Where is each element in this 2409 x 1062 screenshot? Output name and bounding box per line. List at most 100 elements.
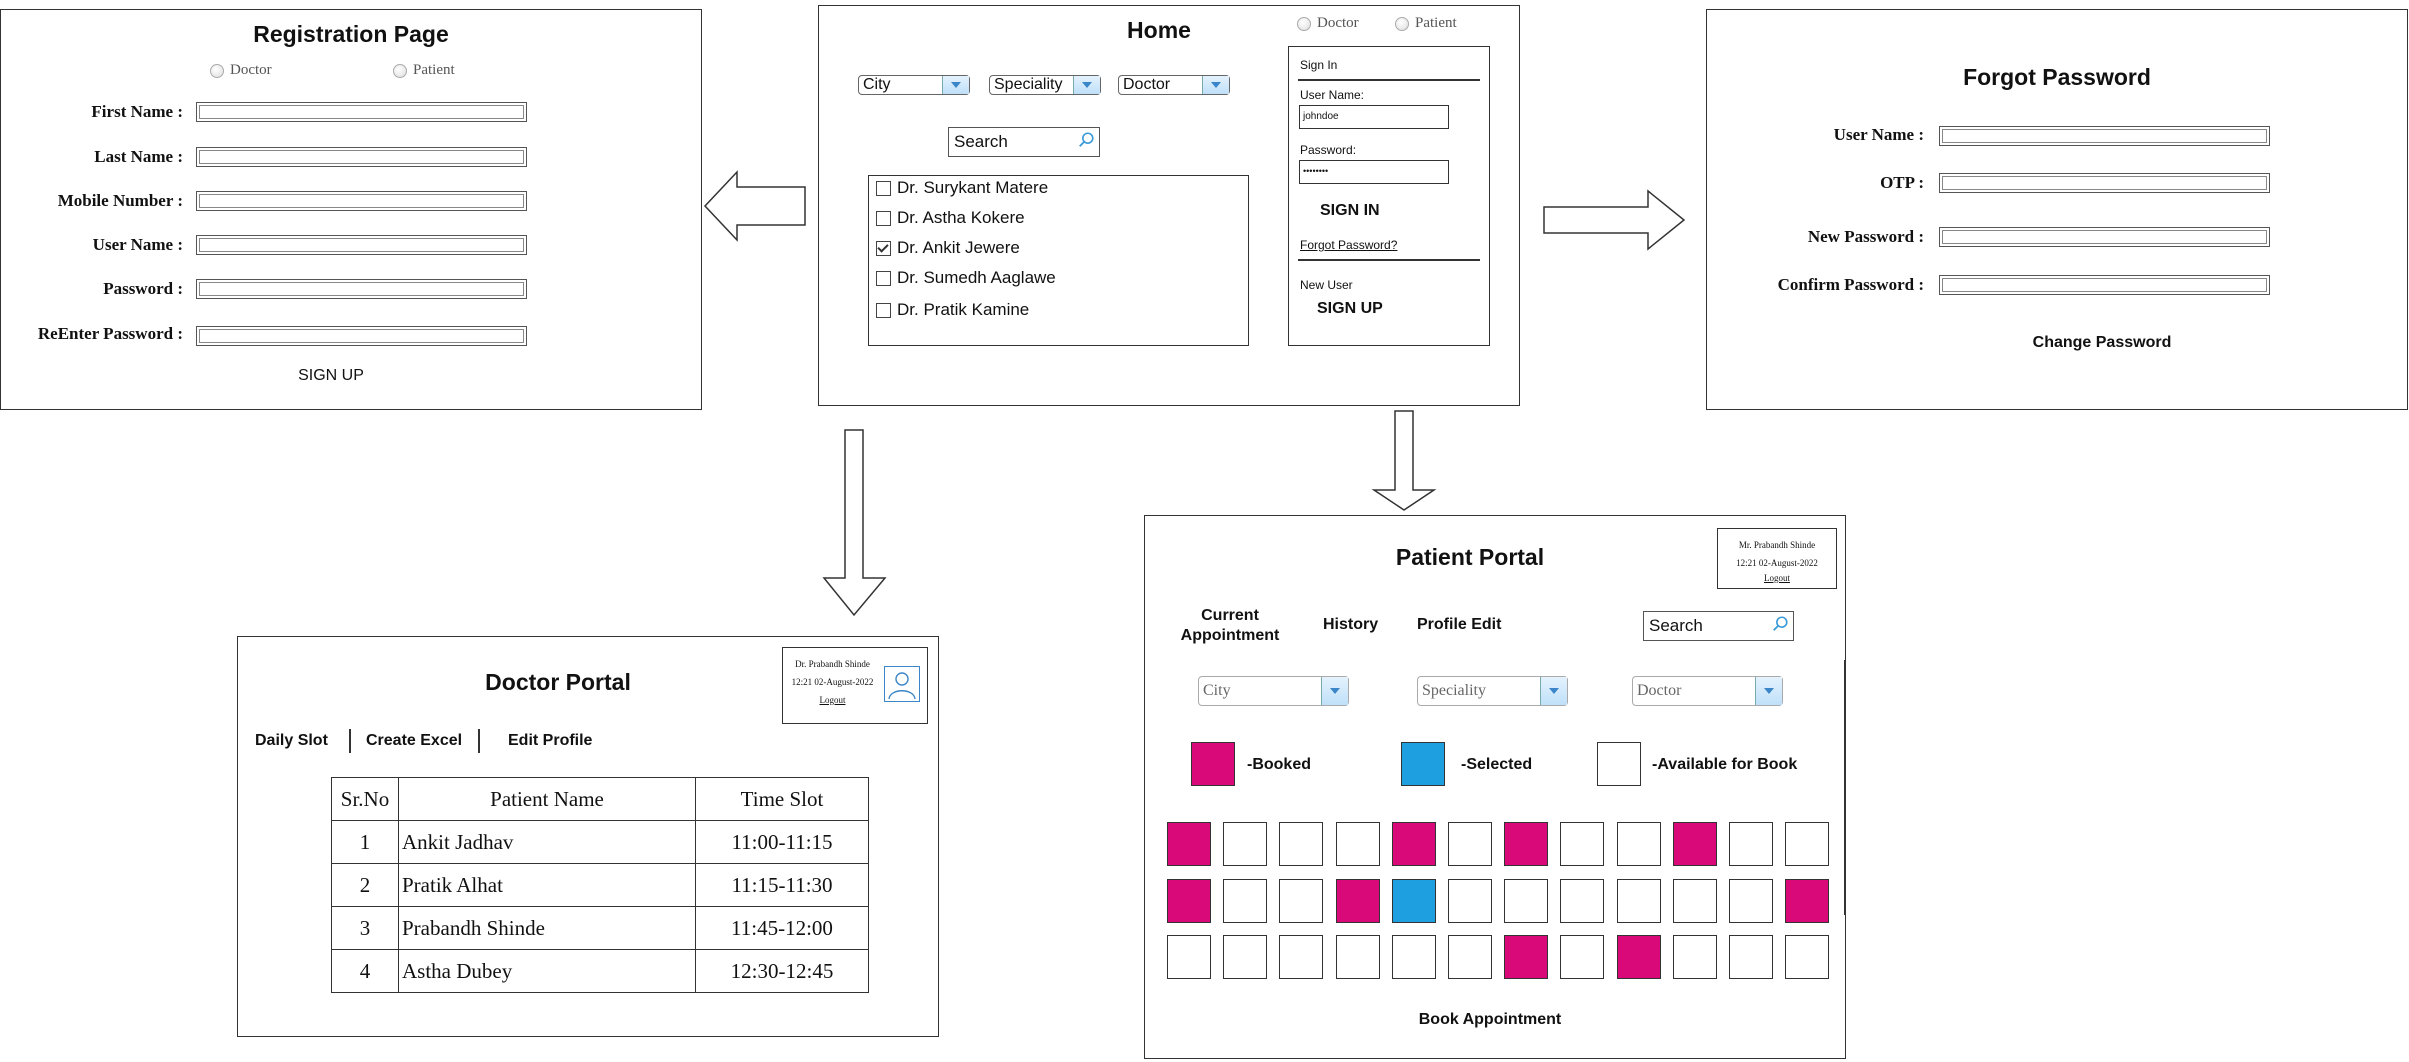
doctor-dropdown[interactable]: Doctor: [1118, 75, 1230, 95]
otp-input[interactable]: [1939, 173, 2270, 193]
slot-cell-booked[interactable]: [1785, 879, 1829, 923]
speciality-dropdown[interactable]: Speciality: [989, 75, 1101, 95]
chevron-down-icon: [1540, 677, 1567, 705]
slot-cell-available[interactable]: [1392, 935, 1436, 979]
profile-edit-tab[interactable]: Profile Edit: [1417, 616, 1502, 633]
slot-cell-available[interactable]: [1560, 822, 1604, 866]
slot-cell-available[interactable]: [1223, 935, 1267, 979]
radio-doctor[interactable]: Doctor: [210, 62, 272, 79]
doctor-list-item[interactable]: Dr. Sumedh Aaglawe: [876, 268, 1056, 288]
doctor-user-card: [782, 647, 928, 724]
history-tab[interactable]: History: [1323, 616, 1379, 633]
signin-button[interactable]: SIGN IN: [1320, 202, 1380, 219]
slot-cell-available[interactable]: [1673, 879, 1717, 923]
table-row[interactable]: 2 Pratik Alhat 11:15-11:30: [331, 863, 869, 907]
slot-cell-available[interactable]: [1504, 879, 1548, 923]
slot-cell-available[interactable]: [1729, 935, 1773, 979]
slot-cell-booked[interactable]: [1504, 822, 1548, 866]
radio-patient[interactable]: Patient: [393, 62, 455, 79]
new-user-label: New User: [1300, 278, 1353, 292]
book-appointment-button[interactable]: Book Appointment: [1418, 1011, 1562, 1028]
slot-cell-booked[interactable]: [1167, 879, 1211, 923]
edit-profile-tab[interactable]: Edit Profile: [508, 732, 593, 749]
doctor-list-item[interactable]: Dr. Ankit Jewere: [876, 238, 1020, 258]
slot-cell-available[interactable]: [1785, 822, 1829, 866]
sr-no-cell: 1: [331, 820, 399, 864]
mobile-number-input[interactable]: [196, 191, 527, 211]
table-row[interactable]: 3 Prabandh Shinde 11:45-12:00: [331, 906, 869, 950]
slot-cell-available[interactable]: [1336, 822, 1380, 866]
doctor-list-item[interactable]: Dr. Astha Kokere: [876, 208, 1025, 228]
change-password-button[interactable]: Change Password: [2032, 334, 2172, 351]
user-name-input[interactable]: [196, 235, 527, 255]
new-password-input[interactable]: [1939, 227, 2270, 247]
signup-button[interactable]: SIGN UP: [298, 367, 364, 384]
slot-cell-booked[interactable]: [1673, 822, 1717, 866]
slot-cell-available[interactable]: [1729, 879, 1773, 923]
slot-cell-available[interactable]: [1729, 822, 1773, 866]
reenter-password-input[interactable]: [196, 326, 527, 346]
password-input[interactable]: ••••••••: [1299, 160, 1449, 184]
slot-cell-available[interactable]: [1448, 879, 1492, 923]
slot-cell-available[interactable]: [1223, 879, 1267, 923]
sr-no-cell: 3: [331, 906, 399, 950]
slot-cell-selected[interactable]: [1392, 879, 1436, 923]
slot-cell-available[interactable]: [1785, 935, 1829, 979]
home-radio-patient[interactable]: Patient: [1395, 15, 1457, 32]
slot-cell-available[interactable]: [1279, 879, 1323, 923]
slot-cell-available[interactable]: [1617, 822, 1661, 866]
doctor-list-item[interactable]: Dr. Surykant Matere: [876, 178, 1048, 198]
patient-search-input[interactable]: Search: [1643, 611, 1794, 641]
home-signup-button[interactable]: SIGN UP: [1317, 300, 1383, 317]
table-row[interactable]: 4 Astha Dubey 12:30-12:45: [331, 949, 869, 993]
slot-cell-booked[interactable]: [1167, 822, 1211, 866]
patient-doctor-dropdown[interactable]: Doctor: [1632, 676, 1783, 706]
password-input[interactable]: [196, 279, 527, 299]
confirm-password-input[interactable]: [1939, 275, 2270, 295]
radio-circle-icon: [1297, 16, 1311, 31]
slot-cell-available[interactable]: [1167, 935, 1211, 979]
username-input[interactable]: johndoe: [1299, 105, 1449, 129]
fp-username-input[interactable]: [1939, 126, 2270, 146]
legend-booked-swatch: [1191, 742, 1235, 786]
username-label: User Name:: [1300, 88, 1365, 102]
slot-cell-available[interactable]: [1560, 935, 1604, 979]
slot-cell-available[interactable]: [1560, 879, 1604, 923]
home-panel: Home Doctor Patient City Speciality Doct…: [818, 5, 1520, 406]
table-row[interactable]: 1 Ankit Jadhav 11:00-11:15: [331, 820, 869, 864]
slot-cell-booked[interactable]: [1617, 935, 1661, 979]
otp-label: OTP :: [1880, 173, 1924, 192]
password-label: Password:: [1300, 143, 1357, 157]
patient-speciality-dropdown[interactable]: Speciality: [1417, 676, 1568, 706]
slot-cell-available[interactable]: [1279, 822, 1323, 866]
slot-cell-booked[interactable]: [1336, 879, 1380, 923]
patient-name-cell: Prabandh Shinde: [398, 906, 696, 950]
slot-cell-available[interactable]: [1448, 822, 1492, 866]
slot-cell-booked[interactable]: [1392, 822, 1436, 866]
daily-slot-tab[interactable]: Daily Slot: [255, 732, 328, 749]
slot-cell-available[interactable]: [1673, 935, 1717, 979]
patient-user-datetime: 12:21 02-August-2022: [1736, 558, 1818, 568]
city-dropdown[interactable]: City: [858, 75, 970, 95]
patient-city-dropdown[interactable]: City: [1198, 676, 1349, 706]
home-search-input[interactable]: Search: [948, 127, 1100, 157]
doctor-logout-link[interactable]: Logout: [819, 695, 846, 705]
slot-cell-available[interactable]: [1223, 822, 1267, 866]
slot-cell-available[interactable]: [1336, 935, 1380, 979]
slot-cell-booked[interactable]: [1504, 935, 1548, 979]
first-name-input[interactable]: [196, 102, 527, 122]
patient-logout-link[interactable]: Logout: [1764, 573, 1790, 583]
slot-cell-available[interactable]: [1448, 935, 1492, 979]
arrow-to-forgot-password: [1543, 189, 1686, 251]
current-appointment-tab[interactable]: Current Appointment: [1180, 607, 1280, 644]
forgot-password-link[interactable]: Forgot Password?: [1300, 238, 1398, 252]
slot-cell-available[interactable]: [1279, 935, 1323, 979]
user-name-label: User Name :: [92, 235, 183, 254]
create-excel-tab[interactable]: Create Excel: [366, 732, 463, 749]
home-radio-doctor[interactable]: Doctor: [1297, 15, 1359, 32]
doctor-list-item[interactable]: Dr. Pratik Kamine: [876, 300, 1029, 320]
forgot-password-title: Forgot Password: [1963, 64, 2151, 90]
last-name-input[interactable]: [196, 147, 527, 167]
slot-cell-available[interactable]: [1617, 879, 1661, 923]
nav-separator: [349, 729, 351, 753]
